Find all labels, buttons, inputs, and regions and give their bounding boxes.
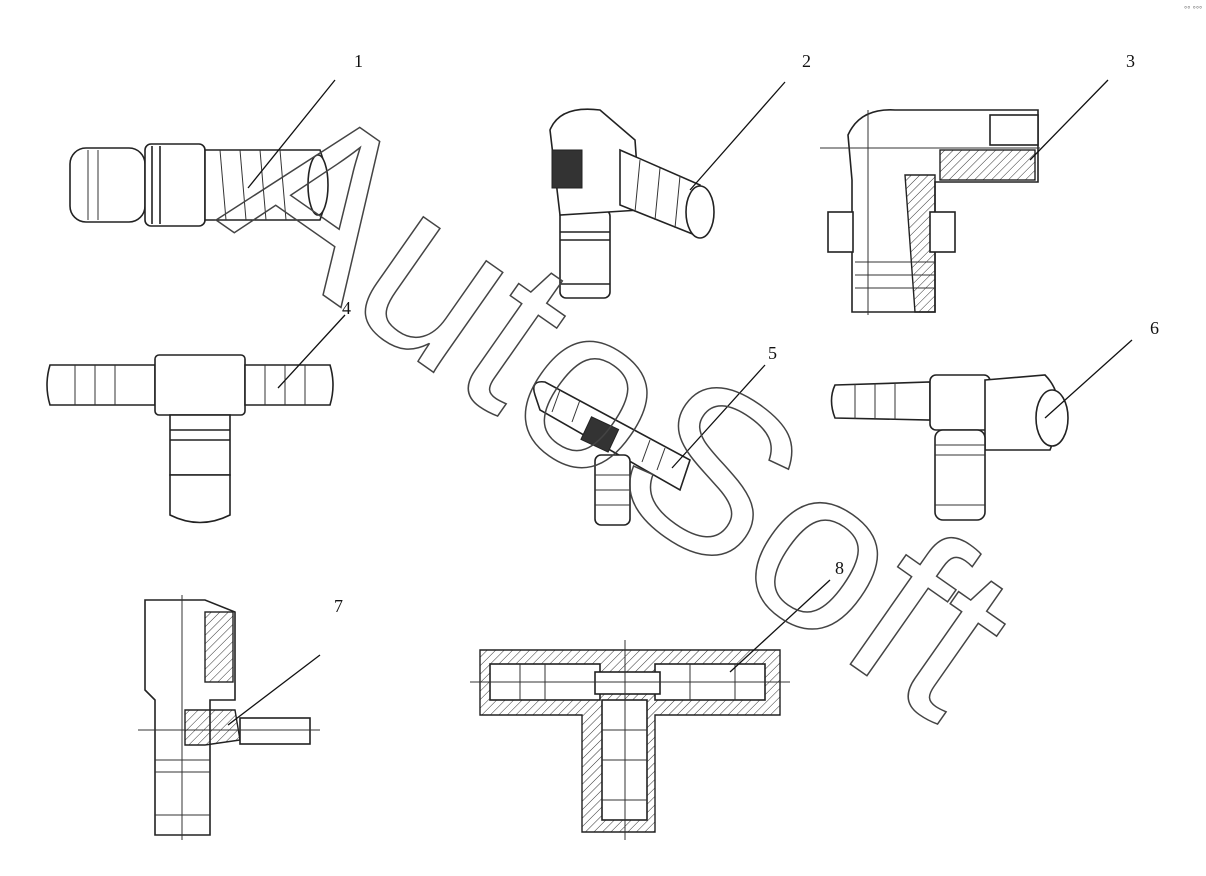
callout-4: 4 — [342, 298, 351, 318]
part-7-tee-section — [138, 595, 320, 840]
callout-6: 6 — [1150, 318, 1159, 338]
leader-5 — [671, 364, 766, 469]
callout-1: 1 — [354, 51, 363, 71]
part-1-straight-connector — [69, 143, 329, 227]
part-3-elbow-section — [820, 109, 1040, 315]
leader-8 — [729, 579, 831, 673]
callout-8: 8 — [835, 558, 844, 578]
leader-2 — [689, 81, 786, 191]
part-2-elbow-connector — [549, 108, 715, 299]
corner-mark: °° °°° — [1184, 5, 1202, 14]
part-5-angled-tee — [532, 380, 691, 526]
callout-7: 7 — [334, 596, 343, 616]
part-6-swivel-tee — [830, 374, 1069, 521]
leader-7 — [227, 654, 321, 726]
leader-3 — [1029, 79, 1109, 161]
callout-2: 2 — [802, 51, 811, 71]
part-8-tee-section — [470, 640, 790, 840]
callout-3: 3 — [1126, 51, 1135, 71]
leader-6 — [1044, 339, 1133, 419]
part-4-tee-connector — [46, 354, 334, 524]
leader-4 — [277, 314, 346, 389]
leader-1 — [247, 79, 336, 189]
callout-5: 5 — [768, 343, 777, 363]
